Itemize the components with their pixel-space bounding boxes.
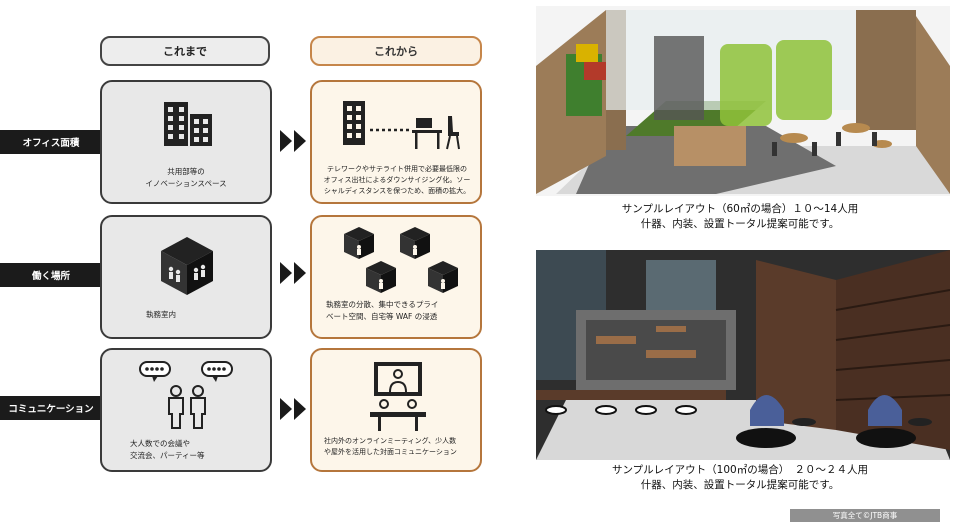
- office-building-icon: [164, 102, 212, 146]
- sample-layout-60-photo: [536, 6, 950, 196]
- desk-chair-icon: [412, 116, 460, 150]
- after-caption-line: 社内外のオンラインミーティング、少人数: [324, 437, 457, 445]
- video-meeting-icon: [370, 362, 426, 431]
- office-cube-icon: [161, 237, 213, 295]
- row-label-office-area: オフィス面積: [0, 130, 102, 154]
- before-caption-line: 執務室内: [146, 310, 176, 319]
- before-card-office-area: 共用部等の イノベーションスペース: [100, 80, 272, 204]
- chevron-right-icon: [280, 398, 306, 420]
- after-card-communication: 社内外のオンラインミーティング、少人数 や屋外を活用した対面コミュニケーション: [310, 348, 482, 472]
- photo-credit: 写真全て©JTB商事: [790, 509, 940, 522]
- dotted-line: [370, 128, 410, 132]
- layout-caption-60-line1: サンプルレイアウト（60㎡の場合）１０～14人用: [621, 203, 859, 215]
- before-caption-line: 共用部等の: [167, 167, 205, 176]
- layout-caption-100-line1: サンプルレイアウト（100㎡の場合） ２０～２４人用: [612, 464, 868, 476]
- before-caption-line: イノベーションスペース: [145, 179, 227, 188]
- after-caption-line: オフィス出社によるダウンサイジング化。ソー: [323, 176, 471, 184]
- before-card-workplace: 執務室内: [100, 215, 272, 339]
- column-header-before: これまで: [100, 36, 270, 66]
- after-card-office-area: テレワークやサテライト併用で必要最低限の オフィス出社によるダウンサイジング化。…: [310, 80, 482, 204]
- row-label-workplace: 働く場所: [0, 263, 102, 287]
- layout-caption-60-line2: 什器、内装、設置トータル提案可能です。: [640, 218, 840, 230]
- after-caption-line: や屋外を活用した対面コミュニケーション: [324, 448, 457, 456]
- before-caption-line: 交流会、パーティー等: [130, 451, 205, 460]
- after-caption-line: 執務室の分散、集中できるプライ: [326, 300, 439, 309]
- column-header-after: これから: [310, 36, 482, 66]
- people-chat-icon: [139, 361, 233, 429]
- chevron-right-icon: [280, 262, 306, 284]
- office-cube-icon: [344, 227, 458, 293]
- layout-caption-100-line2: 什器、内装、設置トータル提案可能です。: [640, 479, 840, 491]
- sample-layout-100-photo: [536, 250, 950, 460]
- before-card-communication: 大人数での会議や 交流会、パーティー等: [100, 348, 272, 472]
- after-card-workplace: 執務室の分散、集中できるプライ ベート空間、自宅等 WAF の浸透: [310, 215, 482, 339]
- after-caption-line: シャルディスタンスを保つため、面積の拡大。: [323, 187, 471, 195]
- after-caption-line: テレワークやサテライト併用で必要最低限の: [327, 165, 467, 173]
- office-building-icon: [343, 101, 365, 145]
- row-label-communication: コミュニケーション: [0, 396, 102, 420]
- after-caption-line: ベート空間、自宅等 WAF の浸透: [326, 312, 438, 321]
- before-caption-line: 大人数での会議や: [130, 439, 190, 448]
- chevron-right-icon: [280, 130, 306, 152]
